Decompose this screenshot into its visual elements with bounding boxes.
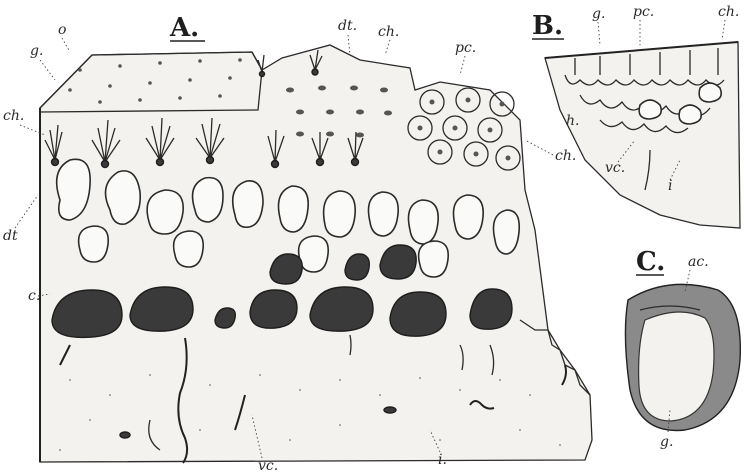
label-a-o: o xyxy=(58,22,66,38)
label-a-i: i. xyxy=(438,452,447,468)
figure-b: B. g. pc. ch. h. vc. i xyxy=(532,4,740,228)
label-b-h: h. xyxy=(566,113,579,129)
label-b-i: i xyxy=(668,178,672,194)
figure-c-label: C. xyxy=(636,247,665,277)
figure-c: C. ac. g. xyxy=(625,247,740,450)
label-b-g: g. xyxy=(592,6,605,22)
label-a-ch-top: ch. xyxy=(378,24,399,40)
label-a-dt-left: dt xyxy=(3,228,18,244)
section-b-outline xyxy=(545,42,740,228)
figure-a: A. xyxy=(3,13,592,474)
label-a-dt-top: dt. xyxy=(338,18,357,34)
label-b-pc: pc. xyxy=(633,4,654,20)
label-a-g: g. xyxy=(30,43,43,59)
label-a-vc: vc. xyxy=(258,458,278,474)
figure-b-label: B. xyxy=(532,11,563,41)
figure-a-label: A. xyxy=(169,13,199,43)
label-a-ch-right: ch. xyxy=(555,148,576,164)
label-a-ch-left: ch. xyxy=(3,108,24,124)
label-b-ch: ch. xyxy=(718,4,739,20)
label-b-vc: vc. xyxy=(605,160,625,176)
label-c-ac: ac. xyxy=(688,254,709,270)
label-a-pc: pc. xyxy=(455,40,476,56)
label-c-g: g. xyxy=(660,434,673,450)
